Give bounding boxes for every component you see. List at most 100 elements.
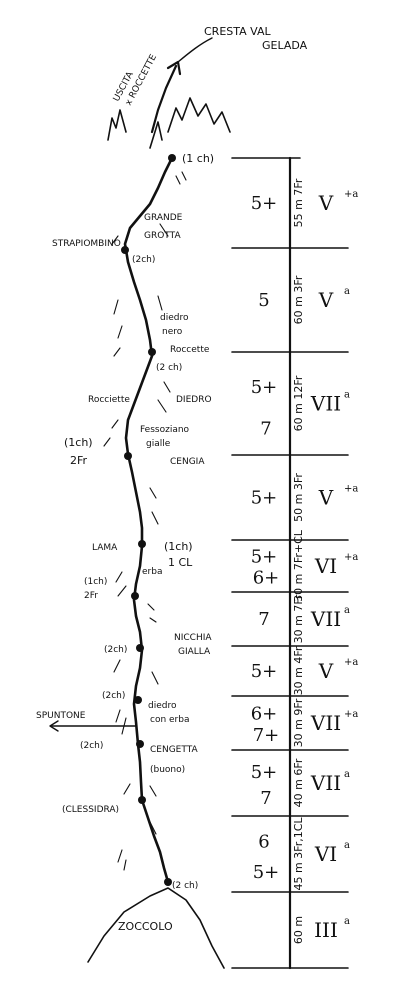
pitch-grade: 6+ [251, 703, 278, 724]
rock-texture [103, 171, 187, 871]
route-note: Roccette [170, 345, 210, 355]
route-note: (CLESSIDRA) [62, 805, 119, 815]
pitch-uiaa-grade: VII [310, 711, 341, 735]
pitch-grade: 5+ [251, 488, 278, 509]
route-note: (1ch) [64, 436, 93, 449]
pitch-uiaa-sup: a [344, 840, 350, 851]
route-note: (buono) [150, 765, 185, 775]
route-note: NICCHIA [174, 633, 212, 643]
cresta-arrow [177, 37, 213, 63]
pitch-uiaa-sup: +a [344, 484, 358, 495]
route-note: con erba [150, 715, 190, 725]
pitch-grade: 6 [258, 831, 269, 852]
pitch-uiaa-sup: +a [344, 552, 358, 563]
route-note: diedro [148, 701, 177, 711]
pitch-grade: 5+ [251, 377, 278, 398]
belay-station [134, 696, 142, 704]
pitch-uiaa-sup: a [344, 390, 350, 401]
pitch-grade: 7 [260, 418, 271, 439]
route-note: (1ch) [84, 577, 107, 587]
pitch-uiaa-sup: a [344, 286, 350, 297]
summit-rocks [107, 97, 231, 149]
belay-stations [121, 154, 176, 886]
route-note: GRANDE [144, 213, 183, 223]
route-line [123, 156, 174, 884]
route-note: (2ch) [104, 645, 127, 655]
route-note: LAMA [92, 543, 118, 553]
pitch-uiaa-grade: VI [314, 554, 337, 578]
route-note: CENGETTA [150, 745, 199, 755]
zoccolo-hill [87, 887, 225, 969]
pitch-uiaa-grade: VII [310, 771, 341, 795]
pitch-grade: 7 [260, 788, 271, 809]
exit-arrow [150, 60, 182, 134]
pitch-uiaa-sup: a [344, 916, 350, 927]
cresta-label-1: CRESTA VAL [204, 25, 271, 38]
belay-station [121, 246, 129, 254]
pitch-uiaa-sup: +a [344, 189, 358, 200]
pitch-length: 30 m 9Fr [292, 698, 305, 747]
pitch-grade: 7+ [253, 725, 280, 746]
route-note: SPUNTONE [36, 711, 86, 721]
pitch-uiaa-sup: a [344, 769, 350, 780]
pitch-length: 40 m 6Fr [292, 758, 305, 807]
route-note: 2Fr [70, 454, 88, 467]
pitch-uiaa-sup: +a [344, 709, 358, 720]
cresta-label-2: GELADA [262, 39, 308, 52]
pitch-length: 30 m 7Fr+CL [292, 529, 305, 602]
pitch-uiaa-sup: +a [344, 657, 358, 668]
pitch-grade: 5+ [251, 193, 278, 214]
route-note: 1 CL [168, 556, 193, 569]
belay-station [148, 348, 156, 356]
pitch-length: 30 m 7Fr [292, 594, 305, 643]
pitch-uiaa-sup: a [344, 605, 350, 616]
belay-station [131, 592, 139, 600]
route-note: Fessoziano [140, 425, 190, 435]
route-note: diedro [160, 313, 189, 323]
route-note: erba [142, 567, 162, 577]
belay-station [136, 740, 144, 748]
pitch-length: 60 m 3Fr [292, 275, 305, 324]
pitch-uiaa-grade: V [318, 659, 334, 683]
route-note: 2Fr [84, 591, 98, 601]
pitch-uiaa-grade: VI [314, 842, 337, 866]
belay-station [164, 878, 172, 886]
pitch-uiaa-grade: V [318, 486, 334, 510]
route-note: nero [162, 327, 183, 337]
pitch-uiaa-grade: V [318, 288, 334, 312]
pitch-grade: 5+ [253, 862, 280, 883]
route-note: gialle [146, 439, 171, 449]
pitch-length: 60 m [292, 916, 305, 944]
belay-station [138, 540, 146, 548]
route-notes: (1 ch) GRANDE GROTTA STRAPIOMBINO (2ch) … [36, 152, 214, 891]
route-note: (2ch) [80, 741, 103, 751]
route-note: GROTTA [144, 231, 181, 241]
top-labels: CRESTA VAL GELADA USCITA x ROCCETTE [112, 25, 308, 107]
pitch-grade: 5+ [251, 661, 278, 682]
route-note: (1 ch) [182, 152, 214, 165]
route-note: Rocciette [88, 395, 130, 405]
route-note: DIEDRO [176, 395, 212, 405]
spuntone-arrow [49, 720, 137, 732]
pitch-uiaa-grade: VII [310, 607, 341, 631]
pitch-uiaa-grade: VII [310, 392, 341, 416]
route-note: STRAPIOMBINO [52, 239, 121, 249]
pitch-length: 55 m 7Fr [292, 178, 305, 227]
pitch-grade: 5+ [251, 547, 278, 568]
pitch-length: 30 m 4Fr [292, 646, 305, 695]
route-note: (2ch) [102, 691, 125, 701]
zoccolo-label: ZOCCOLO [118, 920, 173, 933]
route-note: GIALLA [178, 647, 211, 657]
route-note: (1ch) [164, 540, 193, 553]
route-note: (2 ch) [172, 881, 198, 891]
pitch-grade: 5 [258, 290, 269, 311]
pitch-grade: 5+ [251, 762, 278, 783]
route-note: (2 ch) [156, 363, 182, 373]
pitch-uiaa-grade: III [314, 918, 338, 942]
pitch-length: 60 m 12Fr [292, 375, 305, 431]
belay-station [136, 644, 144, 652]
pitch-length: 50 m 3Fr [292, 473, 305, 522]
